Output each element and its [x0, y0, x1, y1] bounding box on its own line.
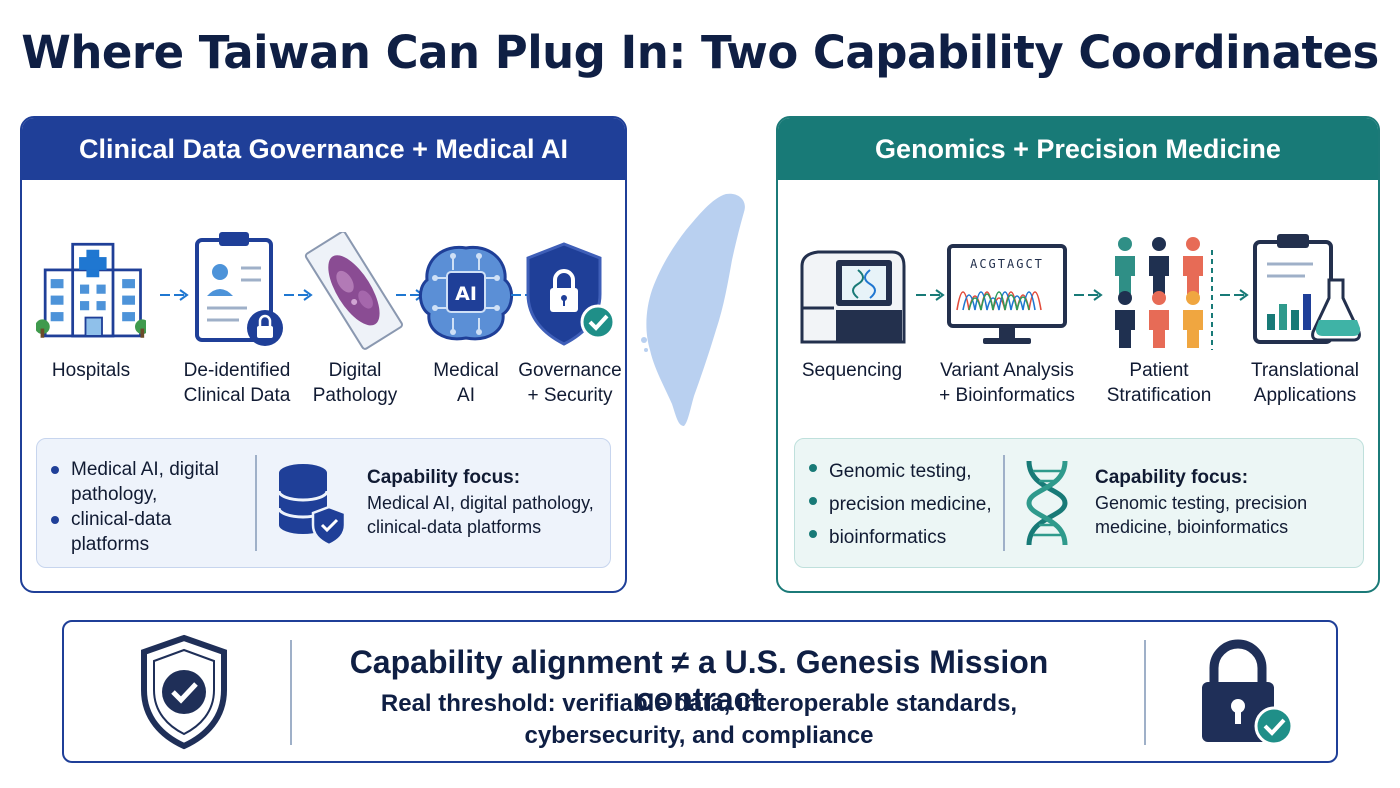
clinical-capability-focus: Capability focus: Medical AI, digital pa…: [367, 465, 594, 539]
genomics-capability-focus: Capability focus: Genomic testing, preci…: [1095, 465, 1307, 539]
step-label-governance: Governance+ Security: [518, 360, 622, 406]
list-item: clinical-data platforms: [51, 507, 241, 557]
pathology-slide-icon: [304, 232, 403, 350]
list-item: bioinformatics: [809, 521, 992, 554]
genomics-focus-box: Genomic testing, precision medicine, bio…: [794, 438, 1364, 568]
arrow-icon: [916, 289, 945, 301]
clipboard-flask-icon: [1253, 234, 1361, 344]
arrow-icon: [1220, 289, 1249, 301]
clinical-focus-box: Medical AI, digital pathology, clinical-…: [36, 438, 611, 568]
padlock-check-icon: [1202, 639, 1294, 746]
genomics-focus-heading: Capability focus:: [1095, 467, 1249, 488]
step-variant-analysis: ACGTAGCT Variant Analysis+ Bioinformatic…: [938, 210, 1076, 408]
divider: [255, 455, 257, 551]
ai-chip-text: AI: [455, 283, 477, 305]
clinical-data-panel: Clinical Data Governance + Medical AI: [20, 116, 627, 593]
clinical-focus-text: Medical AI, digital pathology,clinical-d…: [367, 493, 594, 537]
clinical-panel-header: Clinical Data Governance + Medical AI: [22, 118, 625, 180]
page-title: Where Taiwan Can Plug In: Two Capability…: [21, 26, 1379, 79]
threshold-banner: Capability alignment ≠ a U.S. Genesis Mi…: [62, 620, 1338, 763]
divider: [1003, 455, 1005, 551]
clinical-flow: Hospitals: [22, 210, 625, 420]
step-governance-security: Governance+ Security: [515, 210, 625, 408]
genomics-panel: Genomics + Precision Medicine Sequencing: [776, 116, 1380, 593]
genomics-flow: Sequencing ACGTAGCT Variant Analysis+ Bi…: [778, 210, 1378, 420]
step-label-variant: Variant Analysis+ Bioinformatics: [939, 360, 1075, 406]
ai-brain-icon: AI: [419, 245, 513, 341]
threshold-statement: Real threshold: verifiable data, interop…: [380, 690, 1018, 749]
people-group-icon: [1115, 237, 1203, 348]
divider: [290, 640, 292, 745]
dna-icon: [1026, 460, 1068, 546]
sequencer-icon: [800, 250, 906, 344]
shield-check-icon: [141, 634, 227, 750]
divider: [1144, 640, 1146, 745]
step-sequencing: Sequencing: [792, 210, 912, 383]
arrow-icon: [1074, 289, 1103, 301]
genomics-panel-header: Genomics + Precision Medicine: [778, 118, 1378, 180]
list-item: precision medicine,: [809, 488, 992, 521]
arrow-icon: [284, 289, 313, 301]
alignment-statement: Capability alignment ≠ a U.S. Genesis Mi…: [349, 644, 1049, 717]
hospital-icon: [36, 242, 146, 338]
shield-lock-icon: [526, 242, 616, 346]
clinical-bullet-list: Medical AI, digital pathology, clinical-…: [51, 457, 241, 557]
list-item: Genomic testing,: [809, 455, 992, 488]
clinical-focus-heading: Capability focus:: [367, 467, 521, 488]
list-item: Medical AI, digital pathology,: [51, 457, 241, 507]
step-hospitals: Hospitals: [36, 210, 146, 383]
dashed-divider: [1211, 250, 1213, 350]
database-shield-icon: [277, 464, 347, 545]
arrow-icon: [160, 289, 189, 301]
genomics-bullet-list: Genomic testing, precision medicine, bio…: [809, 455, 992, 554]
clipboard-lock-icon: [195, 232, 283, 346]
step-label-sequencing: Sequencing: [801, 360, 903, 381]
step-label-hospitals: Hospitals: [51, 360, 131, 381]
sequence-text: ACGTAGCT: [970, 257, 1044, 271]
monitor-chromatogram-icon: ACGTAGCT: [947, 244, 1067, 344]
taiwan-map-icon: [641, 193, 745, 426]
